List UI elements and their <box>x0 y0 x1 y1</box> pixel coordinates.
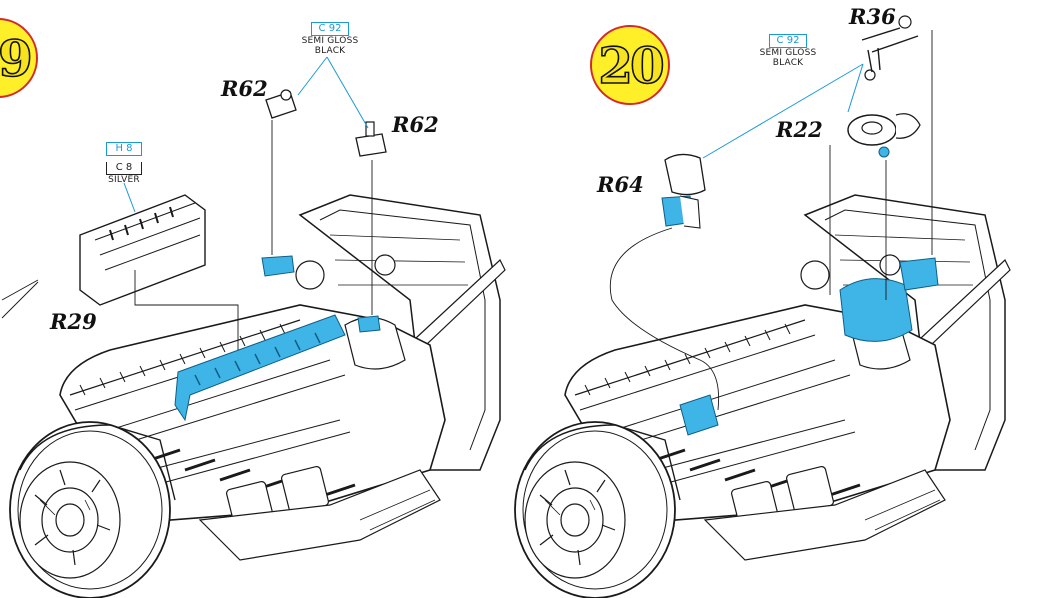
part-r29-drawing <box>79 194 206 306</box>
part-label-r22: R22 <box>776 117 823 142</box>
leader-line <box>609 30 933 411</box>
leader-line <box>1 120 373 350</box>
paint-name: SEMI GLOSS <box>759 48 817 58</box>
paint-code: C 92 <box>310 22 350 36</box>
highlighted-part-r62-a <box>261 255 295 277</box>
part-label-r62-left: R62 <box>221 76 268 101</box>
paint-callout-c92-step19: C 92 SEMI GLOSS BLACK <box>290 16 370 56</box>
part-r36-drawing <box>861 15 919 81</box>
highlighted-part-r22 <box>839 278 913 342</box>
paint-code-h8: H 8 <box>106 142 142 156</box>
paint-name: SILVER <box>108 175 140 185</box>
paint-code-c8: C 8 <box>106 162 142 175</box>
highlighted-part-r29 <box>174 314 346 422</box>
paint-code: C 92 <box>768 34 808 48</box>
step-badge-20: 20 <box>590 25 670 105</box>
part-label-r64: R64 <box>597 172 644 197</box>
paint-callout-h8-c8-step19: H 8 C 8 SILVER <box>94 136 154 185</box>
part-label-r62-right: R62 <box>392 112 439 137</box>
highlighted-part-r36 <box>899 257 939 291</box>
part-r64-drawing <box>661 153 706 229</box>
paint-name: SEMI GLOSS <box>301 36 359 46</box>
paint-name: BLACK <box>314 46 346 56</box>
part-label-r36: R36 <box>849 4 896 29</box>
part-r62-a-drawing <box>265 89 297 119</box>
paint-name: BLACK <box>772 58 804 68</box>
part-label-r29: R29 <box>50 309 97 334</box>
highlighted-part-r64 <box>679 394 719 436</box>
part-r22-drawing <box>847 113 921 158</box>
highlighted-part-r62-b <box>357 315 381 333</box>
part-r62-b-drawing <box>355 121 387 157</box>
paint-callout-c92-step20: C 92 SEMI GLOSS BLACK <box>748 28 828 68</box>
